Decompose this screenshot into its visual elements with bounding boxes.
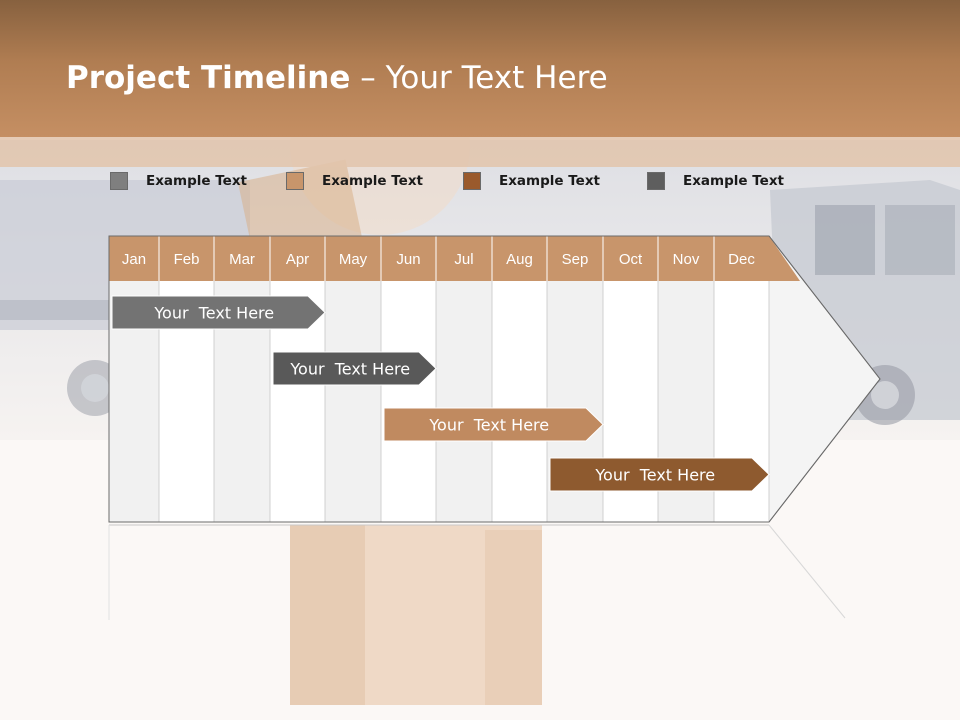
month-header-strip [109,236,800,281]
legend-label-3: Example Text [499,173,600,189]
task-arrow-3 [383,407,604,442]
legend-item-2: Example Text [286,170,423,192]
task-label-4: Your Text Here [594,466,715,485]
legend-item-3: Example Text [463,170,600,192]
task-arrow-2 [272,351,437,386]
legend-swatch-3 [463,172,481,190]
task-arrow-1 [111,295,326,330]
task-label-2: Your Text Here [289,360,410,379]
month-label-oct: Oct [619,251,643,268]
month-label-dec: Dec [728,251,755,268]
legend-item-1: Example Text [110,170,247,192]
legend-swatch-4 [647,172,665,190]
month-label-jan: Jan [122,251,146,268]
legend-label-1: Example Text [146,173,247,189]
task-label-1: Your Text Here [153,304,274,323]
task-arrow-4 [549,457,770,492]
task-label-3: Your Text Here [428,416,549,435]
legend-swatch-2 [286,172,304,190]
header-bar [0,0,960,137]
month-label-jun: Jun [396,251,420,268]
timeline-arrow-outline [108,235,881,523]
month-label-feb: Feb [174,251,200,268]
timeline-column-may [325,281,381,522]
month-label-may: May [339,251,368,268]
timeline-column-aug [492,281,547,522]
page-title: Project Timeline – Your Text Here [66,60,608,96]
month-label-nov: Nov [673,251,700,268]
header-band [0,137,960,167]
legend-item-4: Example Text [647,170,784,192]
month-label-apr: Apr [286,251,309,268]
month-label-aug: Aug [506,251,533,268]
legend-label-2: Example Text [322,173,423,189]
month-label-jul: Jul [454,251,473,268]
reflection-line [768,524,846,619]
timeline-column-jul [436,281,492,522]
title-rest: – Your Text Here [350,60,608,96]
legend-label-4: Example Text [683,173,784,189]
month-label-mar: Mar [229,251,255,268]
timeline-column-jun [381,281,436,522]
legend-swatch-1 [110,172,128,190]
title-bold: Project Timeline [66,60,351,96]
month-label-sep: Sep [562,251,589,268]
